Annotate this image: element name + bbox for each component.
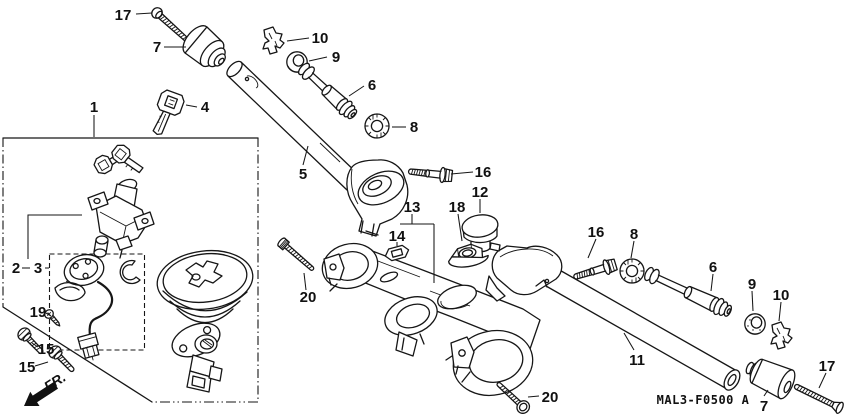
callout-7-right: 7	[760, 398, 768, 415]
contact-base-assembly	[54, 253, 141, 361]
stem-nut	[448, 243, 489, 268]
callout-14: 14	[389, 228, 406, 245]
callout-labels: 17 7 10 9 6 8 4 1 5 16 12 18 13 14 2 3 1…	[12, 7, 836, 415]
front-direction-arrow	[24, 381, 59, 407]
callout-4: 4	[201, 99, 210, 116]
callout-18: 18	[449, 199, 466, 216]
callout-7-top: 7	[153, 39, 161, 56]
screw-17-right	[793, 383, 844, 414]
lock-set-box	[2, 137, 259, 403]
weight-nut-right	[619, 258, 645, 284]
wire-connector	[77, 332, 100, 361]
callout-11: 11	[629, 352, 645, 369]
c-clip	[119, 259, 141, 285]
bolt-15-upper	[17, 327, 44, 355]
bolt-16-right	[573, 258, 618, 280]
seat-lock	[171, 322, 223, 393]
bolt-16-left	[407, 166, 454, 184]
callout-12: 12	[472, 184, 489, 201]
fork-clamp-right	[452, 329, 534, 397]
grip-clip-right	[770, 321, 793, 350]
switch-wire	[88, 280, 114, 339]
figure-code: MAL3-F0500 A	[657, 393, 750, 407]
fuel-cap	[156, 249, 254, 323]
callout-3: 3	[34, 260, 42, 277]
callout-6-right: 6	[709, 259, 717, 276]
callout-16-left: 16	[475, 164, 492, 181]
callout-17-right: 17	[819, 358, 836, 375]
callout-19: 19	[30, 304, 47, 321]
handlebar-holder-left	[346, 159, 409, 237]
callout-13: 13	[404, 199, 421, 216]
holder-socket-left	[384, 296, 438, 336]
callout-15-upper: 15	[38, 341, 55, 358]
stem-cap	[461, 214, 501, 253]
top-bridge	[321, 242, 541, 397]
callout-2: 2	[12, 260, 20, 277]
bolt-20-lower	[496, 381, 531, 414]
callout-20-lower: 20	[542, 389, 559, 406]
bar-end-weight-right	[745, 358, 796, 400]
callout-1: 1	[90, 99, 98, 116]
callout-10-top: 10	[312, 30, 329, 47]
callout-16-right: 16	[588, 224, 605, 241]
handle-weight-right	[644, 266, 733, 317]
leader-lines	[22, 12, 827, 398]
holder-plate-14	[384, 244, 410, 262]
screw-19	[44, 309, 61, 327]
callout-17-top: 17	[115, 7, 132, 24]
handle-pipe-right	[545, 267, 741, 391]
callout-9-top: 9	[332, 49, 340, 66]
handlebar-holder-right	[485, 245, 563, 302]
spare-key	[152, 89, 185, 136]
weight-nut-left	[364, 113, 390, 139]
callout-6-top: 6	[368, 77, 376, 94]
ignition-switch	[87, 144, 155, 259]
callout-15-lower: 15	[19, 359, 36, 376]
bar-end-weight-left	[182, 25, 226, 68]
grip-clip-left	[262, 26, 285, 55]
handle-pipe-left	[226, 60, 361, 191]
callout-10-right: 10	[773, 287, 790, 304]
steering-stem-hole	[437, 284, 477, 310]
cushion-clamp	[54, 281, 86, 302]
callout-5: 5	[299, 166, 307, 183]
grip-rubber-right	[744, 313, 766, 335]
handle-weight-left	[297, 62, 358, 120]
callout-9-right: 9	[748, 276, 756, 293]
callout-8-right: 8	[630, 226, 638, 243]
callout-8-top: 8	[410, 119, 418, 136]
callout-20-upper: 20	[300, 289, 317, 306]
bolt-20-upper	[277, 237, 315, 271]
bolt-15-lower	[48, 345, 75, 373]
